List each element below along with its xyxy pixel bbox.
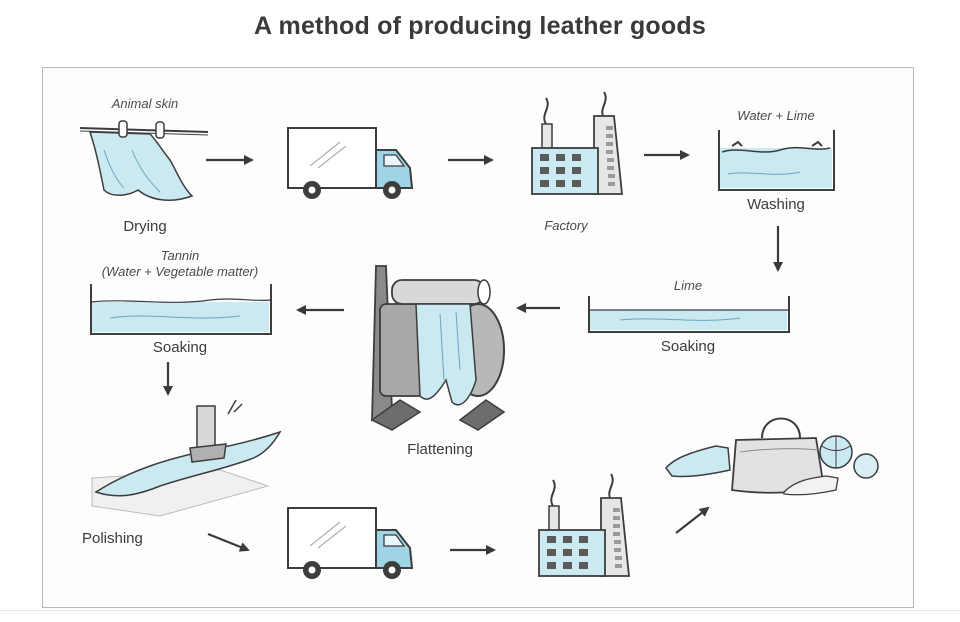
truck-icon-bottom bbox=[287, 507, 413, 580]
arrow-factory-to-goods bbox=[675, 506, 710, 534]
polishing-label: Polishing bbox=[82, 530, 143, 547]
factory-label: Factory bbox=[544, 218, 588, 233]
drying-skin-icon bbox=[79, 120, 209, 202]
lime-label: Lime bbox=[673, 278, 703, 293]
factory-icon-top bbox=[531, 91, 623, 195]
arrow-polishing-to-truck bbox=[207, 532, 250, 552]
polishing-icon bbox=[91, 399, 282, 517]
soaking-lime-label: Soaking bbox=[660, 338, 716, 355]
tannin-label: Tannin bbox=[160, 248, 200, 263]
leather-goods-icon bbox=[665, 417, 879, 496]
flattening-label: Flattening bbox=[407, 441, 473, 458]
lime-soaking-tank-icon bbox=[588, 296, 790, 333]
tannin-detail-label: (Water + Vegetable matter) bbox=[101, 264, 259, 279]
flattening-machine-icon bbox=[370, 265, 506, 431]
soaking-tannin-label: Soaking bbox=[152, 339, 208, 356]
water-lime-label: Water + Lime bbox=[737, 108, 815, 123]
factory-icon-bottom bbox=[538, 473, 630, 577]
washing-tank-icon bbox=[718, 130, 835, 191]
diagram-title: A method of producing leather goods bbox=[254, 12, 706, 40]
tannin-soaking-tank-icon bbox=[90, 284, 272, 335]
truck-icon-top bbox=[287, 127, 413, 200]
divider bbox=[0, 610, 960, 611]
animal-skin-label: Animal skin bbox=[111, 96, 179, 111]
washing-label: Washing bbox=[747, 196, 805, 213]
drying-label: Drying bbox=[123, 218, 167, 235]
